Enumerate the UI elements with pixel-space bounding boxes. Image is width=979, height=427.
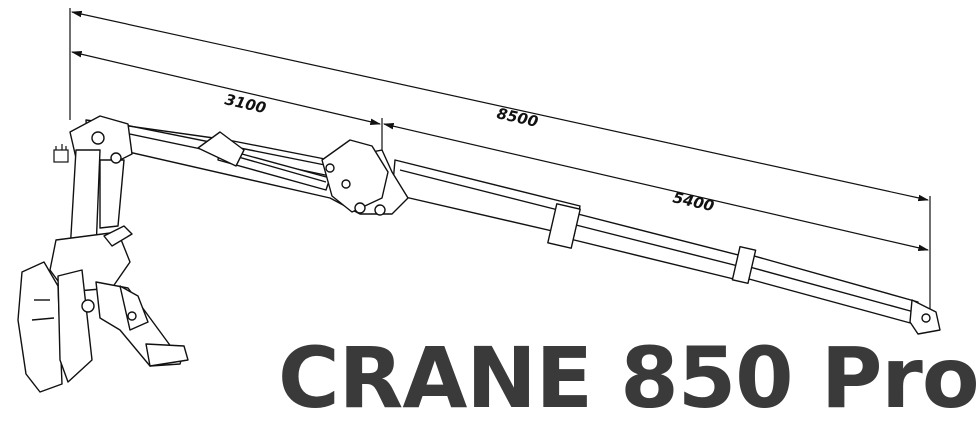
linkage-bracket xyxy=(197,131,245,167)
stabilizer-foot xyxy=(145,343,189,367)
crane-drawing: 3100 8500 5400 xyxy=(17,8,941,393)
stabilizer-brace xyxy=(119,285,149,331)
product-title: CRANE 850 Pro xyxy=(278,329,979,427)
cylinder-diagonal xyxy=(103,225,133,247)
crane-column xyxy=(49,115,133,293)
boom-section-2 xyxy=(565,211,751,283)
crane-base xyxy=(17,261,189,393)
dimension-lines xyxy=(70,10,930,251)
dimension-label-total: 8500 xyxy=(495,104,540,131)
dimension-label-outer: 5400 xyxy=(671,188,716,215)
collar-2 xyxy=(731,245,757,285)
slew-cylinder xyxy=(99,159,125,229)
dimension-line-inner xyxy=(70,51,382,125)
linkage-plate xyxy=(321,139,389,213)
stabilizer-inner xyxy=(57,269,93,383)
collar-1 xyxy=(547,203,581,249)
control-valve-icon xyxy=(53,144,69,163)
dimension-line-outer xyxy=(382,123,930,251)
dimension-label-inner: 3100 xyxy=(223,90,268,117)
boom xyxy=(85,119,941,335)
stabilizer-left xyxy=(17,261,63,393)
